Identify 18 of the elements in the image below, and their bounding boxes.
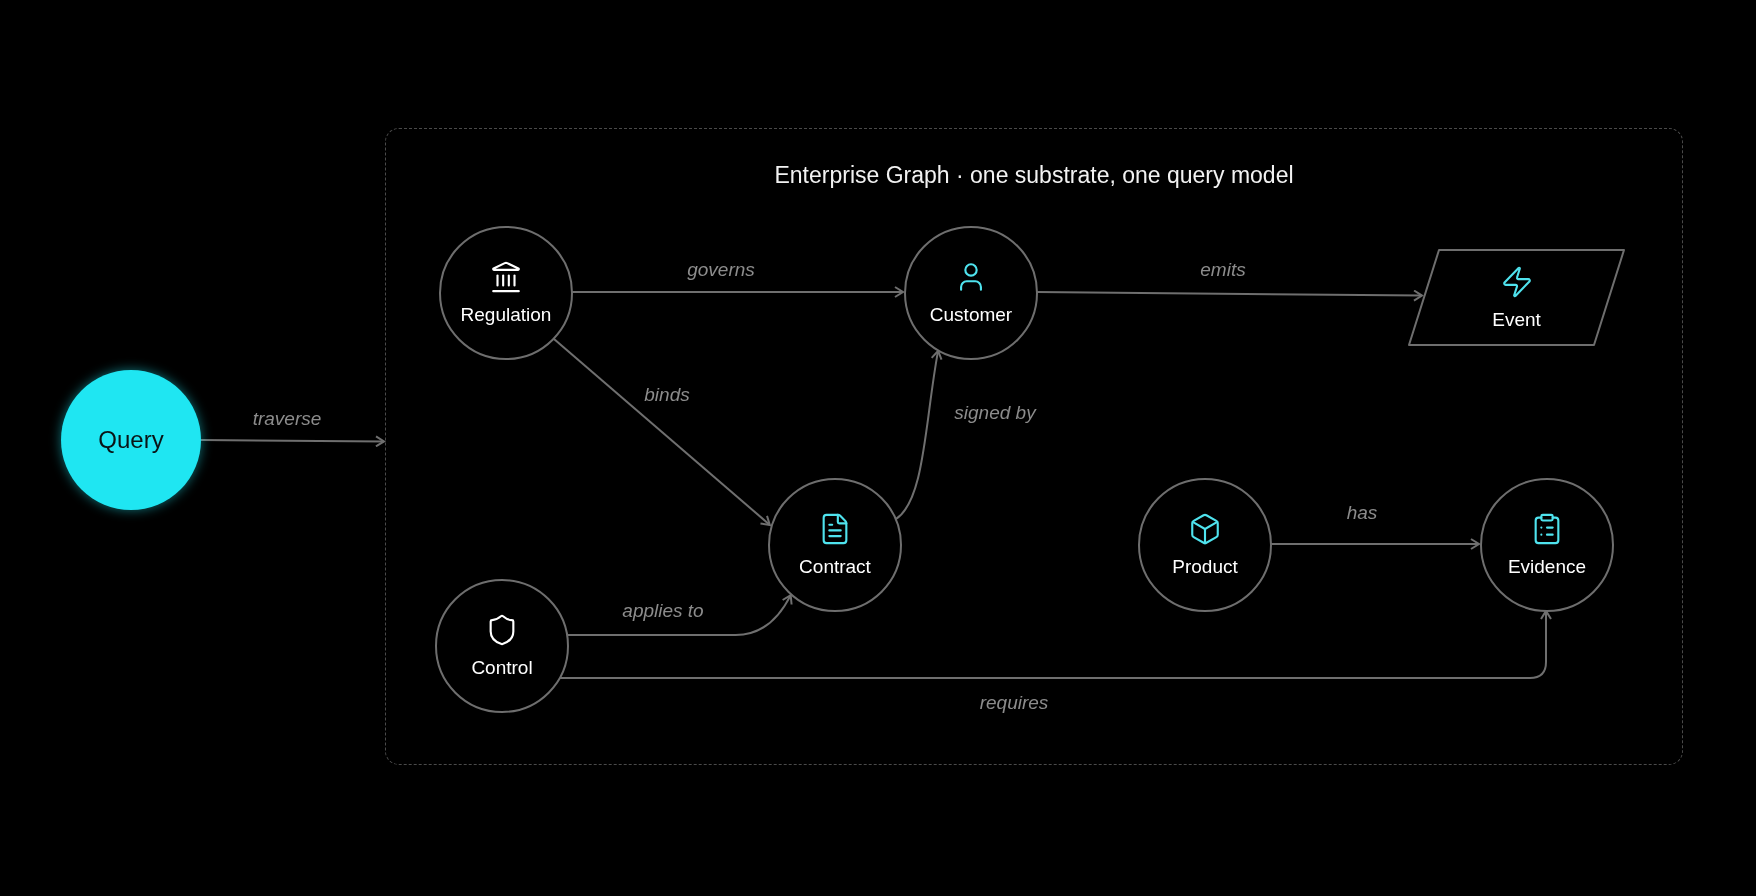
node-label: Customer — [929, 304, 1013, 326]
arrow — [552, 337, 771, 526]
container-title: Enterprise Graph · one substrate, one query model — [773, 162, 1295, 189]
node-label: Product — [1172, 556, 1238, 578]
arrow — [571, 286, 904, 298]
group-container — [385, 128, 1683, 765]
arrow — [895, 349, 943, 520]
node-label: Event — [1492, 308, 1541, 331]
node-label: Query — [98, 426, 164, 454]
arrow — [200, 435, 385, 448]
node-label: Contract — [799, 556, 871, 578]
arrow — [558, 610, 1552, 680]
node-label: Control — [471, 657, 533, 679]
query-circle — [61, 370, 201, 510]
node-label: Evidence — [1507, 556, 1587, 578]
arrow — [1270, 538, 1480, 550]
node-label: Regulation — [460, 304, 552, 326]
arrow — [1036, 289, 1423, 302]
